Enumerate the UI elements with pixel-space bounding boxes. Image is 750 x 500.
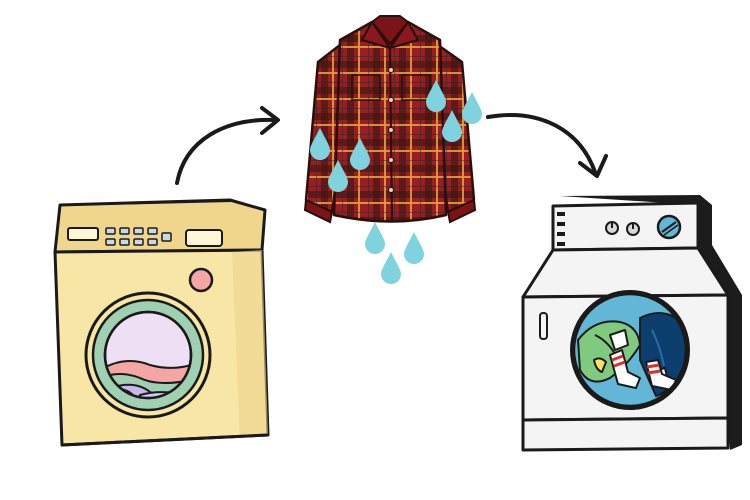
dryer-handle-icon <box>539 312 548 340</box>
dryer-drum-icon <box>570 290 690 410</box>
washing-machine <box>53 198 270 447</box>
washer-display-icon <box>67 227 99 241</box>
washer-knob-icon <box>188 267 214 293</box>
washer-dial-panel-icon <box>185 229 223 247</box>
washer-buttons-icon <box>105 227 172 246</box>
dryer <box>521 195 742 452</box>
dryer-dials-icon <box>605 221 640 236</box>
dryer-main-knob-icon <box>656 214 682 240</box>
arrow-shirt-to-dryer <box>486 113 608 178</box>
water-drops-icon <box>310 80 482 284</box>
dryer-indicator-lights-icon <box>557 212 565 246</box>
arrow-washer-to-shirt <box>175 106 280 185</box>
